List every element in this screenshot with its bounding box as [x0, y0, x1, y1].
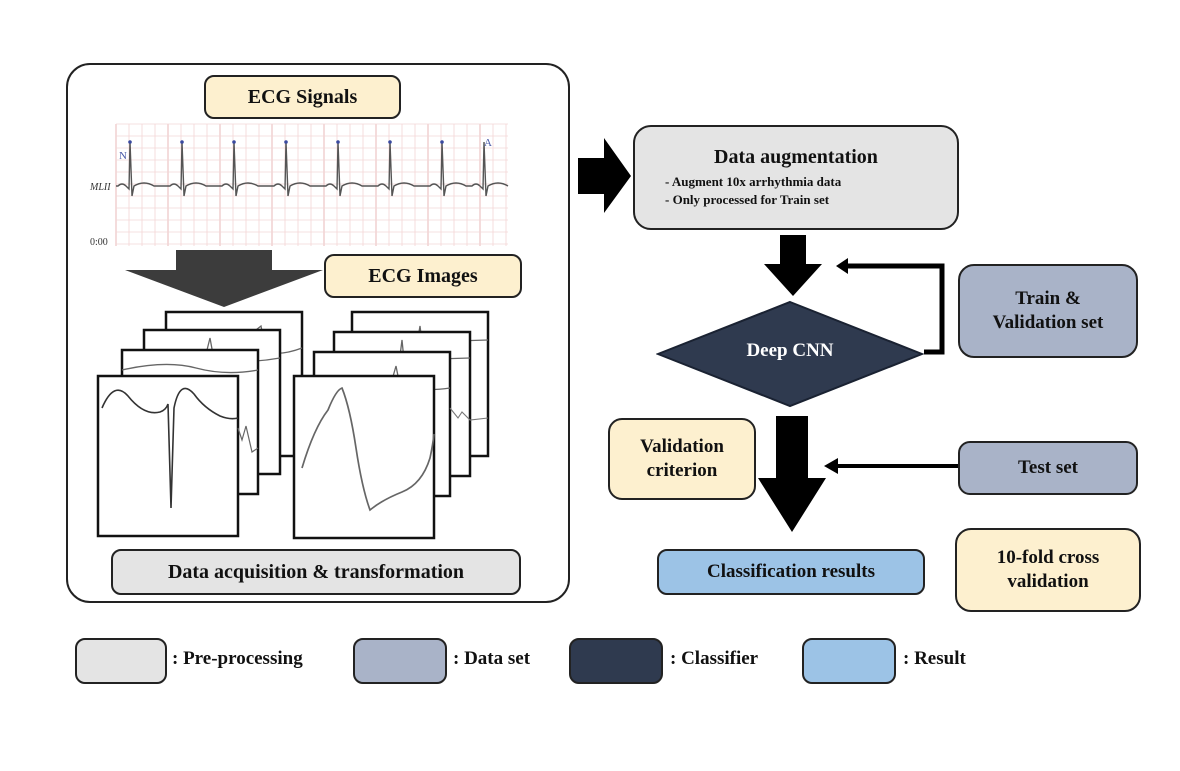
beat-dot-6: [388, 140, 392, 144]
ecg-image-card-front: [96, 374, 259, 538]
validation-criterion-line-1: Validation: [640, 436, 724, 457]
legend-swatch-result: [802, 638, 896, 684]
arrow-augmentation-to-cnn: [764, 235, 822, 296]
ecg-lead-label: MLII: [89, 182, 111, 193]
train-validation-line-1: Train &: [1015, 288, 1081, 309]
beat-marker-a: A: [484, 137, 492, 149]
validation-criterion-box: Validation criterion: [608, 418, 756, 500]
feedback-loop-line: [840, 263, 945, 355]
legend-label-result: : Result: [903, 648, 966, 669]
classification-results-box: Classification results: [657, 549, 925, 595]
beat-dot-5: [336, 140, 340, 144]
arrow-cnn-to-results: [758, 416, 826, 532]
train-validation-line-2: Validation set: [992, 312, 1104, 333]
test-set-arrow-head: [824, 458, 838, 474]
data-augmentation-title: Data augmentation: [714, 146, 878, 168]
test-set-box: Test set: [958, 441, 1138, 495]
right-arrow-icon: [578, 138, 631, 213]
beat-dot-3: [232, 140, 236, 144]
legend-label-preprocessing: : Pre-processing: [172, 648, 303, 669]
ecg-image-stack-right: [292, 310, 490, 540]
legend-swatch-data-set: [353, 638, 447, 684]
deep-cnn-diamond: [656, 300, 924, 408]
augmentation-bullet-1: - Augment 10x arrhythmia data: [665, 174, 842, 189]
beat-marker-n: N: [119, 150, 127, 162]
ecg-signals-label: ECG Signals: [204, 75, 401, 119]
cross-validation-box: 10-fold cross validation: [955, 528, 1141, 612]
flow-connectors: [758, 235, 960, 532]
ecg-image-stack-left: [96, 310, 304, 538]
cross-validation-line-1: 10-fold cross: [996, 547, 1100, 568]
beat-dot-1: [128, 140, 132, 144]
beat-dot-7: [440, 140, 444, 144]
feedback-arrow-head: [836, 258, 848, 274]
legend-swatch-preprocessing: [75, 638, 167, 684]
beat-dots: [128, 140, 444, 144]
data-acquisition-label: Data acquisition & transformation: [111, 549, 521, 595]
cross-validation-line-2: validation: [1007, 571, 1089, 592]
ecg-image-card-front: [292, 374, 436, 540]
ecg-images-label: ECG Images: [324, 254, 522, 298]
beat-dot-2: [180, 140, 184, 144]
ecg-signal-strip: MLII 0:00 N A: [89, 123, 509, 248]
train-validation-set-box: Train & Validation set: [958, 264, 1138, 358]
augmentation-bullet-2: - Only processed for Train set: [665, 192, 830, 207]
deep-cnn-label: Deep CNN: [746, 340, 834, 361]
legend-swatch-classifier: [569, 638, 663, 684]
ecg-signal-trace: [116, 141, 509, 197]
beat-dot-4: [284, 140, 288, 144]
data-augmentation-box: Data augmentation - Augment 10x arrhythm…: [633, 125, 959, 230]
validation-criterion-line-2: criterion: [646, 460, 718, 481]
ecg-time-label: 0:00: [90, 237, 108, 248]
legend-label-data-set: : Data set: [453, 648, 531, 669]
down-arrow-icon: [125, 250, 323, 307]
legend-label-classifier: : Classifier: [670, 648, 759, 669]
